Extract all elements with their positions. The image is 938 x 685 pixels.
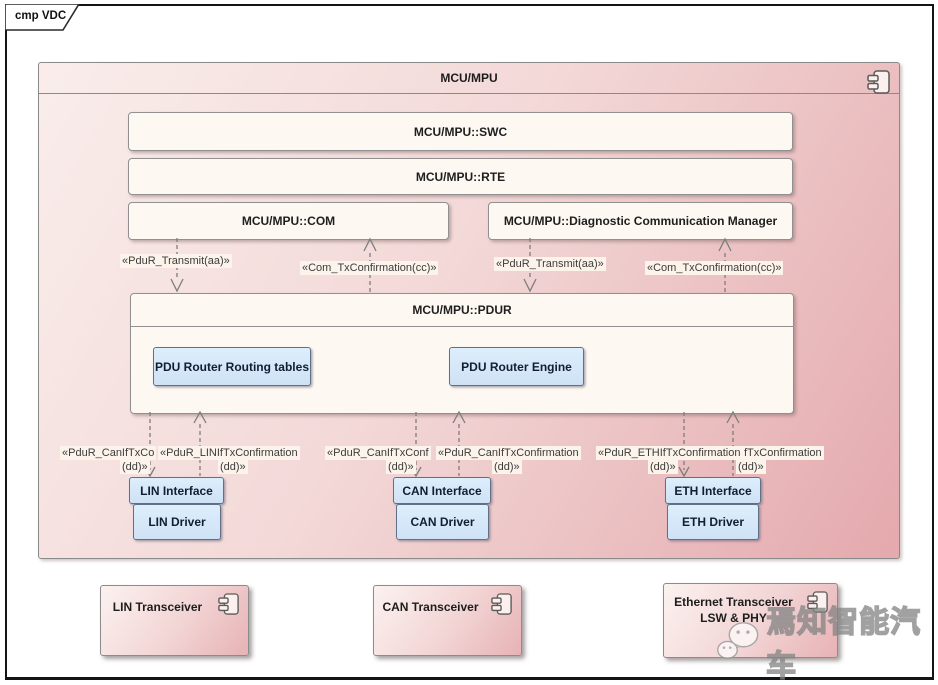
mcu-mpu-title: MCU/MPU xyxy=(39,63,899,94)
component-icon xyxy=(491,593,512,615)
eth-driver: ETH Driver xyxy=(667,504,759,540)
ethernet-transceiver-label-line1: Ethernet Transceiver xyxy=(674,595,793,609)
pdur-title: MCU/MPU::PDUR xyxy=(131,294,793,327)
can-transceiver-label: CAN Transceiver xyxy=(382,600,479,614)
label-eth-conf-left: «PduR_ETHIfTxConfirmation xyxy=(596,446,743,460)
diagram-tab-shape xyxy=(5,4,80,31)
can-transceiver: CAN Transceiver xyxy=(373,585,522,656)
wechat-icon xyxy=(717,622,759,659)
label-eth-dd-right: (dd)» xyxy=(736,460,766,474)
eth-driver-label: ETH Driver xyxy=(681,515,745,529)
label-com-txconfirmation: «Com_TxConfirmation(cc)» xyxy=(300,261,439,275)
pdu-router-routing-tables: PDU Router Routing tables xyxy=(153,347,311,386)
can-interface: CAN Interface xyxy=(393,477,491,504)
eth-interface-label: ETH Interface xyxy=(674,483,752,498)
can-driver: CAN Driver xyxy=(396,504,489,540)
lin-interface: LIN Interface xyxy=(129,477,224,504)
com-module: MCU/MPU::COM xyxy=(128,202,449,240)
engine-label: PDU Router Engine xyxy=(461,359,572,374)
can-driver-label: CAN Driver xyxy=(410,515,475,529)
lin-transceiver-label: LIN Transceiver xyxy=(112,600,203,614)
label-can-dd-left: (dd)» xyxy=(386,460,416,474)
rte-label: MCU/MPU::RTE xyxy=(415,169,506,184)
diagram-tab-label: cmp VDC xyxy=(15,10,67,22)
pdu-router-engine: PDU Router Engine xyxy=(449,347,584,386)
label-lin-dd-left: (dd)» xyxy=(120,460,150,474)
can-interface-label: CAN Interface xyxy=(402,483,482,498)
label-lin-conf-left: «PduR_CanIfTxCo xyxy=(60,446,157,460)
label-eth-conf-right: fTxConfirmation xyxy=(742,446,824,460)
ethernet-transceiver-label-line2: LSW & PHY xyxy=(700,611,767,625)
label-can-conf-right: «PduR_CanIfTxConfirmation xyxy=(436,446,581,460)
lin-interface-label: LIN Interface xyxy=(140,483,213,498)
swc-label: MCU/MPU::SWC xyxy=(413,124,508,139)
watermark-text: 焉知智能汽车 xyxy=(765,605,922,684)
rte-module: MCU/MPU::RTE xyxy=(128,158,793,195)
mcu-mpu-component: MCU/MPU MCU/MPU::SWC MCU/MPU::RTE MCU/MP… xyxy=(38,62,900,559)
lin-transceiver: LIN Transceiver xyxy=(100,585,249,656)
label-lin-dd-right: (dd)» xyxy=(218,460,248,474)
component-icon xyxy=(867,70,890,94)
component-icon xyxy=(218,593,239,615)
component-icon xyxy=(807,591,828,613)
label-dcm-txconfirmation: «Com_TxConfirmation(cc)» xyxy=(645,261,784,275)
lin-driver: LIN Driver xyxy=(133,504,221,540)
dcm-module: MCU/MPU::Diagnostic Communication Manage… xyxy=(488,202,793,240)
com-label: MCU/MPU::COM xyxy=(241,214,336,228)
label-pdur-transmit-dcm: «PduR_Transmit(aa)» xyxy=(494,257,606,271)
pdur-module: MCU/MPU::PDUR PDU Router Routing tables … xyxy=(130,293,794,414)
routing-tables-label: PDU Router Routing tables xyxy=(154,359,309,374)
eth-interface: ETH Interface xyxy=(665,477,761,504)
label-pdur-transmit-com: «PduR_Transmit(aa)» xyxy=(120,254,232,268)
label-eth-dd-left: (dd)» xyxy=(648,460,678,474)
watermark: 焉知智能汽车 xyxy=(716,605,931,684)
label-can-conf-left: «PduR_CanIfTxConf xyxy=(325,446,431,460)
dcm-label: MCU/MPU::Diagnostic Communication Manage… xyxy=(503,214,778,228)
label-lin-conf-right: «PduR_LINIfTxConfirmation xyxy=(158,446,300,460)
lin-driver-label: LIN Driver xyxy=(148,515,206,529)
label-can-dd-right: (dd)» xyxy=(492,460,522,474)
swc-module: MCU/MPU::SWC xyxy=(128,112,793,151)
